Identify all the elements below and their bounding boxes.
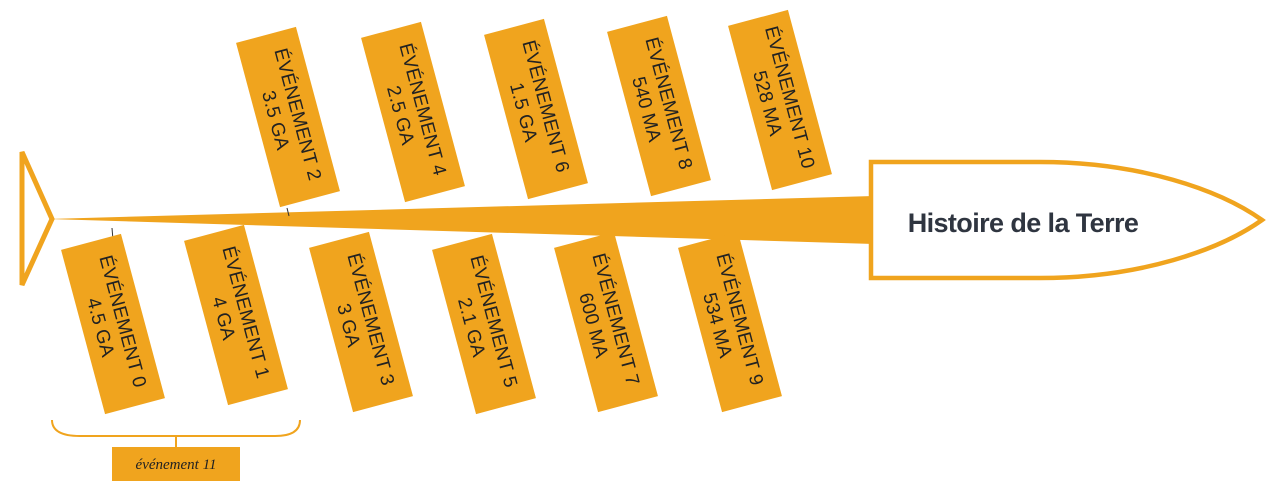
bottom-event-box: ÉVÉNEMENT 9 534 MA: [678, 231, 782, 413]
top-event-box: ÉVÉNEMENT 2 3.5 GA: [236, 26, 340, 208]
top-event-box: ÉVÉNEMENT 8 540 MA: [607, 15, 711, 197]
fish-spine: [48, 196, 874, 244]
top-event-box: ÉVÉNEMENT 10 528 MA: [728, 9, 832, 191]
bottom-event-box: ÉVÉNEMENT 7 600 MA: [554, 231, 658, 413]
top-event-box: ÉVÉNEMENT 4 2.5 GA: [361, 21, 465, 203]
bottom-event-box: ÉVÉNEMENT 1 4 GA: [184, 224, 288, 406]
fish-tail: [19, 150, 55, 287]
group-bracket: [51, 419, 301, 437]
bottom-event-box: ÉVÉNEMENT 5 2.1 GA: [432, 233, 536, 415]
bracket-label-box: [112, 447, 240, 481]
diagram-title: Histoire de la Terre: [908, 208, 1139, 238]
fish-head: [868, 159, 1266, 281]
bottom-event-box: ÉVÉNEMENT 3 3 GA: [309, 231, 413, 413]
bottom-event-box: ÉVÉNEMENT 0 4.5 GA: [61, 233, 165, 415]
top-event-box: ÉVÉNEMENT 6 1.5 GA: [484, 18, 588, 200]
bracket-label: événement 11: [136, 457, 217, 473]
